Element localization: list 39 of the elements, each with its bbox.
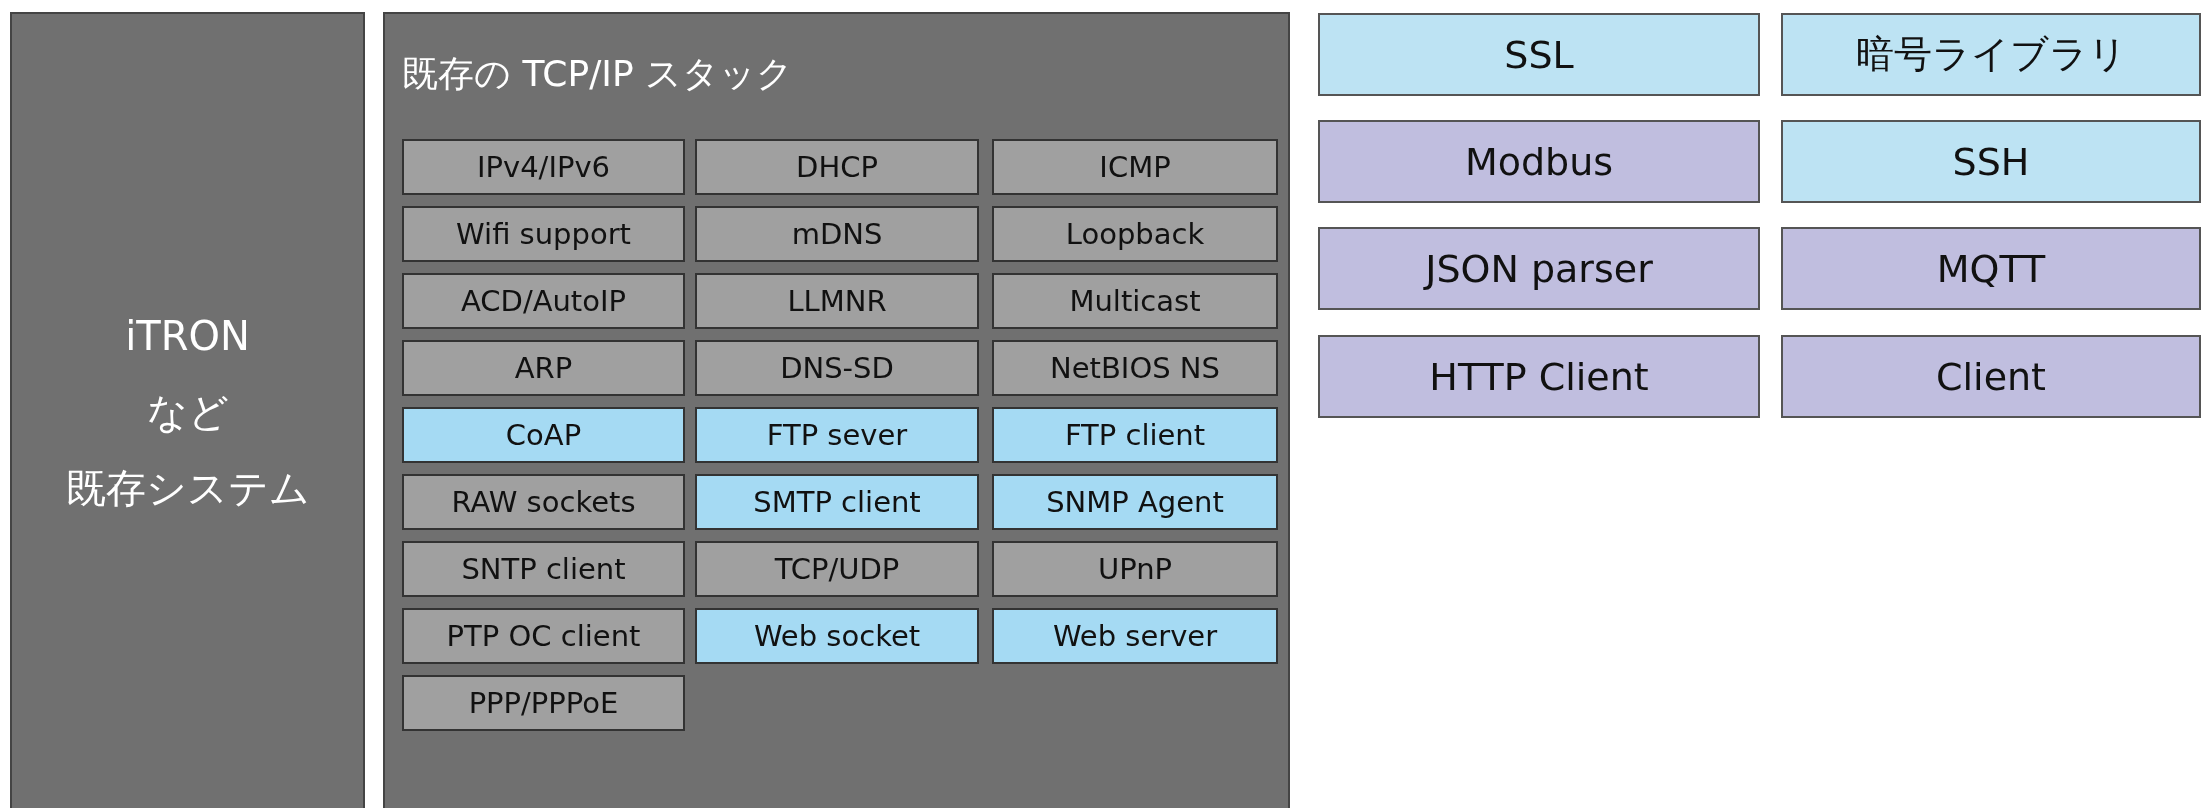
protocol-box: mDNS (695, 206, 979, 262)
panel-label: iTRON (125, 312, 250, 361)
module-box: SSL (1318, 13, 1760, 96)
protocol-box: NetBIOS NS (992, 340, 1278, 396)
protocol-box: Wifi support (402, 206, 685, 262)
protocol-box: TCP/UDP (695, 541, 979, 597)
protocol-box: SNTP client (402, 541, 685, 597)
module-box: SSH (1781, 120, 2201, 203)
protocol-box: SMTP client (695, 474, 979, 530)
module-box: Client (1781, 335, 2201, 418)
protocol-box: ARP (402, 340, 685, 396)
protocol-box: Loopback (992, 206, 1278, 262)
protocol-box: FTP sever (695, 407, 979, 463)
protocol-box: DHCP (695, 139, 979, 195)
panel-label: 既存システム (65, 464, 310, 513)
protocol-box: PTP OC client (402, 608, 685, 664)
protocol-box: CoAP (402, 407, 685, 463)
protocol-box: Web server (992, 608, 1278, 664)
protocol-box: FTP client (992, 407, 1278, 463)
protocol-box: LLMNR (695, 273, 979, 329)
protocol-box: Web socket (695, 608, 979, 664)
panel-background (10, 12, 365, 808)
protocol-box: SNMP Agent (992, 474, 1278, 530)
protocol-box: RAW sockets (402, 474, 685, 530)
protocol-box: UPnP (992, 541, 1278, 597)
panel-background (383, 12, 1290, 808)
panel-label: など (146, 388, 229, 437)
protocol-box: PPP/PPPoE (402, 675, 685, 731)
module-box: 暗号ライブラリ (1781, 13, 2201, 96)
panel-heading: 既存の TCP/IP スタック (402, 52, 794, 96)
module-box: MQTT (1781, 227, 2201, 310)
protocol-box: DNS-SD (695, 340, 979, 396)
module-box: JSON parser (1318, 227, 1760, 310)
protocol-box: IPv4/IPv6 (402, 139, 685, 195)
protocol-box: Multicast (992, 273, 1278, 329)
module-box: HTTP Client (1318, 335, 1760, 418)
protocol-box: ICMP (992, 139, 1278, 195)
module-box: Modbus (1318, 120, 1760, 203)
protocol-box: ACD/AutoIP (402, 273, 685, 329)
